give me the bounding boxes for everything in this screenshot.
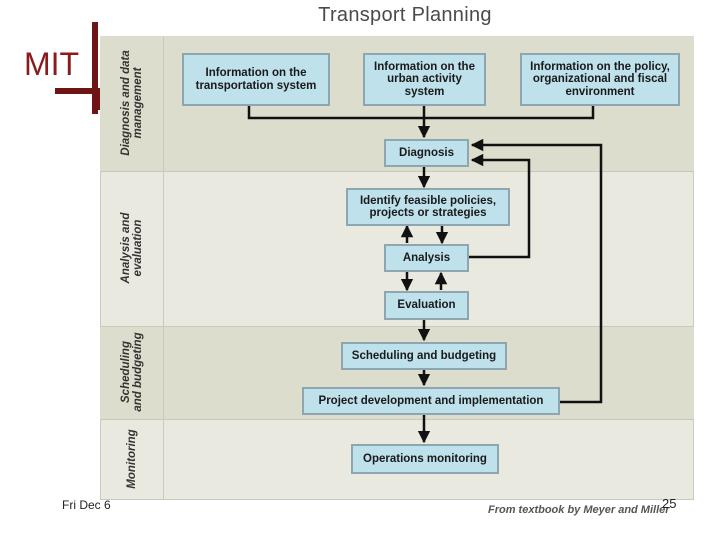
lane-divider <box>100 171 694 172</box>
lane-label-column <box>100 36 164 500</box>
lane-divider <box>100 326 694 327</box>
box-diagnosis: Diagnosis <box>384 139 469 167</box>
box-evaluation: Evaluation <box>384 291 469 320</box>
box-info-urban: Information on the urban activity system <box>363 53 486 106</box>
source-credit: From textbook by Meyer and Miller <box>488 504 670 516</box>
lane-divider <box>100 419 694 420</box>
lane-label-monitoring: Monitoring <box>126 429 138 489</box>
box-project: Project development and implementation <box>302 387 560 415</box>
box-identify: Identify feasible policies, projects or … <box>346 188 510 226</box>
mit-logo: MIT <box>24 46 80 82</box>
footer-date: Fri Dec 6 <box>62 498 111 512</box>
lane-label-scheduling: Scheduling and budgeting <box>120 332 144 412</box>
diagram-title: Transport Planning <box>318 4 492 26</box>
page-number: 25 <box>662 496 677 511</box>
lane-label-analysis: Analysis and evaluation <box>120 212 144 284</box>
box-info-transportation: Information on the transportation system <box>182 53 330 106</box>
box-operations: Operations monitoring <box>351 444 499 474</box>
box-analysis: Analysis <box>384 244 469 272</box>
box-info-policy: Information on the policy, organizationa… <box>520 53 680 106</box>
logo-bar <box>92 22 98 114</box>
logo-bar <box>98 94 101 110</box>
lane-label-diagnosis: Diagnosis and data management <box>120 50 144 156</box>
logo-bar <box>55 88 115 94</box>
box-scheduling: Scheduling and budgeting <box>341 342 507 370</box>
